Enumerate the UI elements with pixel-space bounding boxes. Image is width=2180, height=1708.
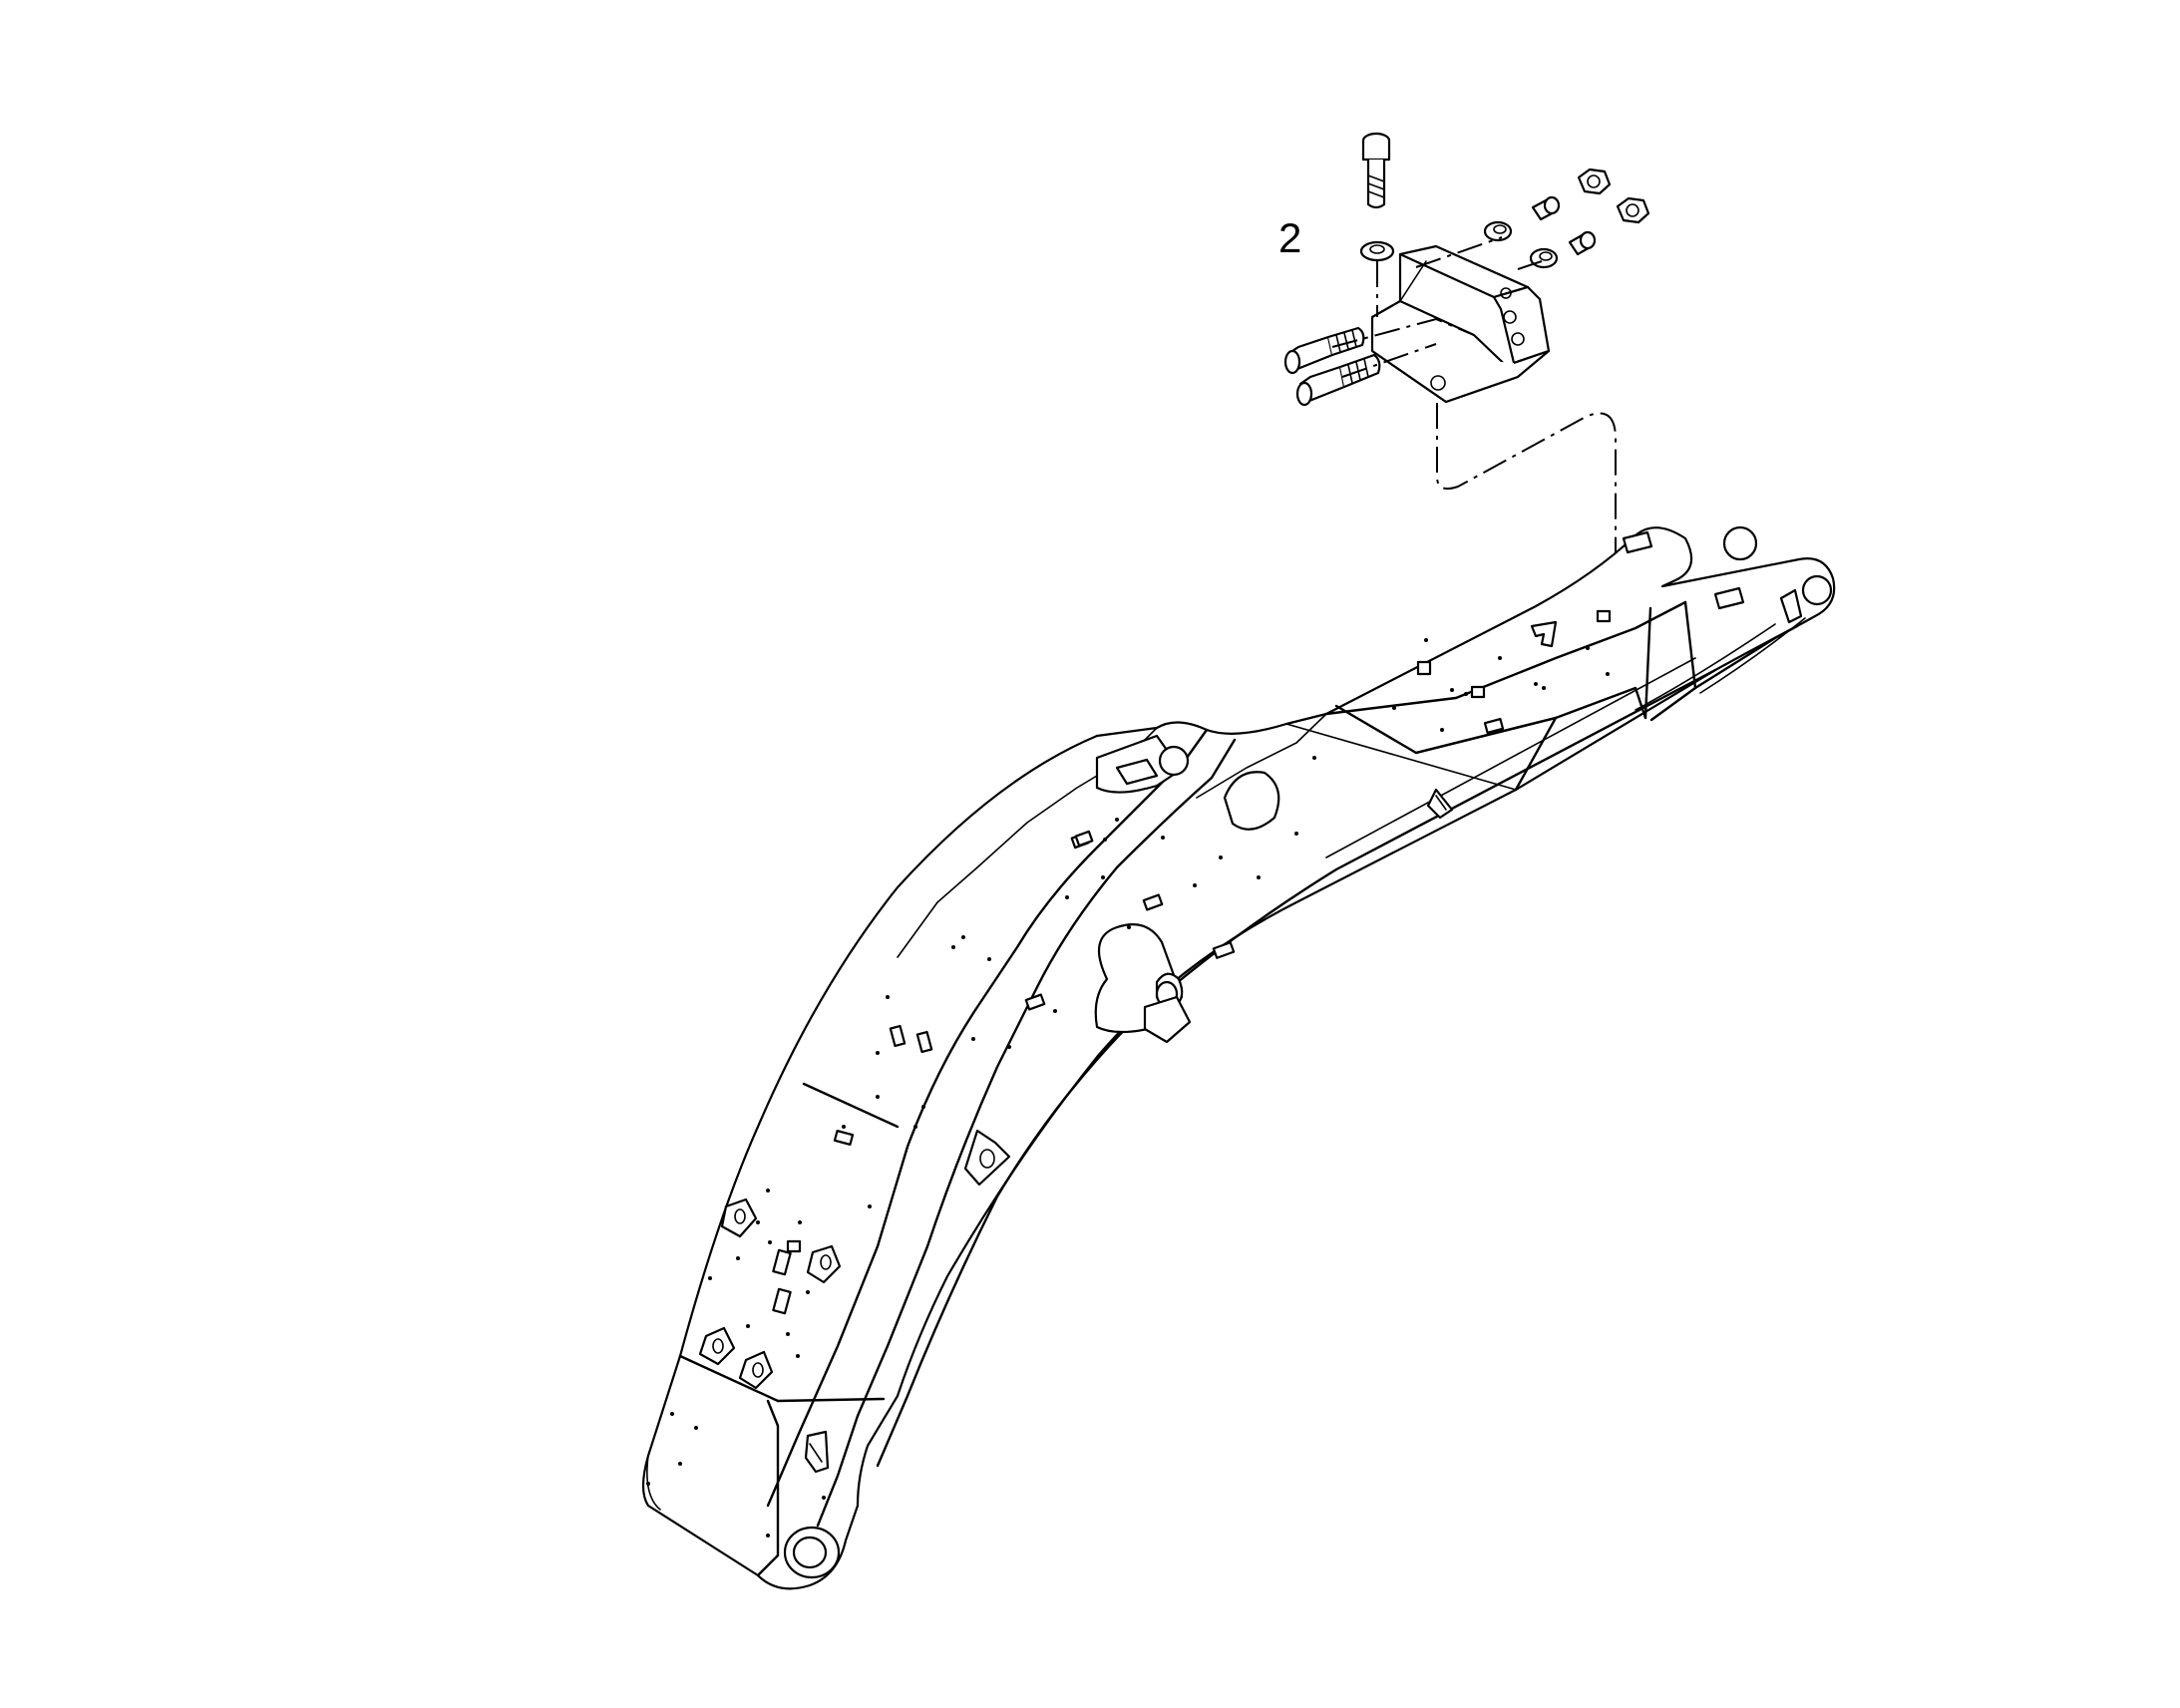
stud-bolt-1 bbox=[1283, 326, 1365, 375]
cylinder-bracket bbox=[1095, 734, 1280, 831]
hex-nut-2 bbox=[1616, 196, 1650, 224]
mounting-bracket bbox=[1370, 244, 1551, 404]
mount-clip bbox=[1530, 620, 1558, 648]
callout-2: 2 bbox=[1278, 214, 1302, 261]
assembly-centerline-3 bbox=[1341, 343, 1437, 378]
cap-screw bbox=[1361, 132, 1391, 209]
hose-clamp-5 bbox=[804, 1430, 830, 1474]
flange-nut-1 bbox=[1483, 220, 1513, 242]
plug-fitting-1 bbox=[1531, 195, 1561, 221]
assembly-centerline-5 bbox=[1517, 260, 1543, 270]
hose-clamp-1 bbox=[720, 1197, 758, 1238]
boom-tip-lugs bbox=[1622, 530, 1803, 711]
foot-pin-boss bbox=[646, 1455, 841, 1579]
assembly-centerline-4 bbox=[1415, 236, 1503, 268]
hose-clamp-2 bbox=[806, 1244, 842, 1284]
hose-guides bbox=[772, 609, 1612, 1315]
bracket-assembly bbox=[1283, 132, 1650, 598]
mounting-leader-line bbox=[1436, 403, 1617, 598]
lifting-eye-2 bbox=[1426, 788, 1454, 820]
boom-body bbox=[641, 525, 1836, 1590]
plug-fitting-2 bbox=[1568, 230, 1597, 256]
hex-nut-1 bbox=[1577, 168, 1612, 195]
tip-pin-boss bbox=[1722, 525, 1833, 606]
assembly-centerline-2 bbox=[1331, 317, 1475, 348]
lifting-eye bbox=[963, 1129, 1011, 1187]
hose-clamp-4 bbox=[738, 1350, 774, 1390]
side-cylinder-mount bbox=[1094, 923, 1192, 1044]
hose-clamp-3 bbox=[698, 1326, 736, 1366]
rivet-dots bbox=[646, 638, 1610, 1537]
washer bbox=[1359, 240, 1395, 262]
